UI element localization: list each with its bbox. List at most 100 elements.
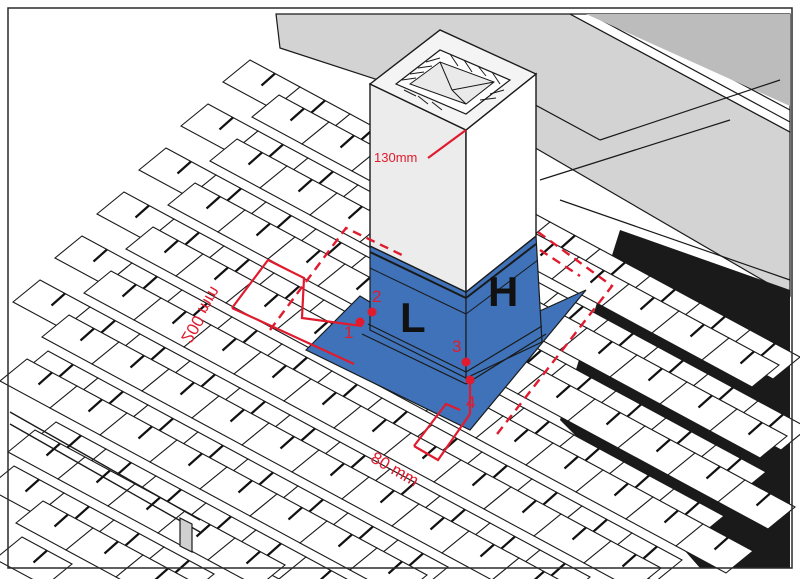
shingle-slot: [533, 570, 545, 579]
shingle-slot: [610, 261, 626, 276]
shingle-slot: [618, 332, 634, 347]
shingle-slot: [250, 400, 266, 415]
shingle-slot: [53, 513, 69, 528]
shingle-slot: [339, 134, 355, 149]
shingle-slot: [571, 526, 587, 541]
shingle-slot: [137, 425, 153, 440]
point-4-label: 4: [466, 393, 475, 412]
shingle-slot: [319, 569, 332, 579]
shingle-slot: [421, 445, 437, 460]
shingle-slot: [221, 337, 237, 352]
shingle-slot: [271, 364, 287, 379]
shingle-slot: [710, 315, 726, 330]
point-3-label: 3: [452, 337, 461, 356]
shingle-slot: [647, 367, 663, 382]
shingle-slot: [163, 239, 179, 254]
shingle-slot: [129, 354, 145, 369]
shingle-slot: [526, 349, 542, 364]
shingle-slot: [195, 523, 211, 538]
shingle-slot: [124, 532, 140, 547]
shingle-slot: [500, 535, 516, 550]
shingle-slot: [218, 116, 234, 131]
shingle-slot: [655, 438, 671, 453]
shingle-slot: [429, 516, 445, 531]
shingle-slot: [226, 187, 242, 202]
shingle-slot: [174, 559, 190, 574]
shingle-slot: [32, 549, 48, 564]
side-label-h: H: [488, 268, 518, 315]
shingle-slot: [760, 342, 776, 357]
shingle-slot: [321, 391, 337, 406]
image-frame: [7, 7, 793, 569]
shingle-slot: [718, 386, 734, 401]
shingle-slot: [87, 398, 103, 413]
shingle-slot: [100, 319, 116, 334]
shingle-slot: [200, 373, 216, 388]
shingle-slot: [121, 283, 137, 298]
shingle-slot: [592, 518, 608, 533]
shingle-slot: [358, 525, 374, 540]
shingle-slot: [242, 329, 258, 344]
shingle-slot: [134, 204, 150, 219]
shingle-slot: [639, 296, 655, 311]
shingle-slot: [205, 195, 221, 210]
shingle-slot: [555, 384, 571, 399]
shingle-slot: [350, 454, 366, 469]
shingle-slot: [145, 496, 161, 511]
shingle-slot: [292, 356, 308, 371]
shingle-slot: [392, 410, 408, 425]
shingle-slot: [768, 413, 784, 428]
shingle-slot: [747, 421, 763, 436]
point-2-label: 2: [372, 287, 381, 306]
shingle-slot: [166, 488, 182, 503]
shingle-slot: [158, 417, 174, 432]
shingle-slot: [37, 371, 53, 386]
shingle-slot: [550, 562, 566, 577]
shingle-slot: [660, 288, 676, 303]
shingle-slot: [479, 543, 495, 558]
shingle-slot: [705, 465, 721, 480]
shingle-slot: [589, 269, 605, 284]
shingle-slot: [305, 249, 321, 264]
shingle-slot: [676, 430, 692, 445]
shingle-slot: [284, 285, 300, 300]
shingle-slot: [408, 552, 424, 567]
shingle-slot: [184, 231, 200, 246]
shingle-slot: [379, 489, 395, 504]
shingle-slot: [92, 248, 108, 263]
shingle-slot: [268, 143, 284, 158]
shingle-slot: [713, 536, 729, 551]
shingle-slot: [179, 381, 195, 396]
shingle-slot: [192, 302, 208, 317]
shingle-slot: [260, 72, 276, 87]
shingle-slot: [216, 515, 232, 530]
point-1-marker: [355, 317, 365, 327]
shingle-tile: [441, 530, 520, 579]
shingle-slot: [621, 553, 637, 568]
shingle-slot: [24, 478, 40, 493]
shingle-slot: [726, 457, 742, 472]
shingle-slot: [689, 323, 705, 338]
shingle-slot: [329, 462, 345, 477]
shingle-slot: [247, 151, 263, 166]
shingle-slot: [308, 498, 324, 513]
shingle-slot: [318, 170, 334, 185]
point-4-marker: [465, 375, 475, 385]
shingle-slot: [176, 160, 192, 175]
shingle-slot: [584, 447, 600, 462]
shingle-slot: [116, 461, 132, 476]
shingle-slot: [103, 540, 119, 555]
shingle-slot: [245, 550, 261, 565]
flue-dimension-label: 130mm: [374, 150, 417, 165]
shingle-slot: [187, 452, 203, 467]
shingle-slot: [279, 435, 295, 450]
shingle-slot: [297, 178, 313, 193]
shingle-slot: [276, 214, 292, 229]
shingle-slot: [342, 383, 358, 398]
shingle-slot: [576, 376, 592, 391]
shingle-slot: [326, 241, 342, 256]
shingle-slot: [400, 481, 416, 496]
shingle-slot: [697, 394, 713, 409]
shingle-slot: [534, 420, 550, 435]
